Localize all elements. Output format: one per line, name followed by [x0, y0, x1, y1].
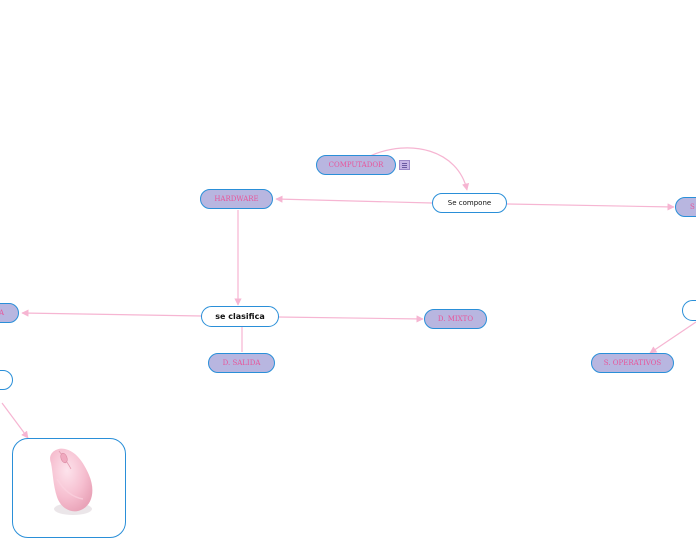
node-se-clasifica[interactable]: se clasifica: [201, 306, 279, 327]
node-d-mixto[interactable]: D. MIXTO: [424, 309, 487, 329]
node-se-compone[interactable]: Se compone: [432, 193, 507, 213]
link-left-image-card: [1, 402, 29, 439]
computer-mouse-image: [50, 448, 93, 515]
image-card[interactable]: [12, 438, 126, 538]
node-hardware[interactable]: HARDWARE: [200, 189, 273, 209]
link-computador-se-compone: [369, 147, 470, 191]
node-software-partial[interactable]: S: [675, 197, 696, 217]
node-right-partial[interactable]: [682, 300, 696, 321]
link-se-clasifica-left: [21, 309, 203, 317]
node-left-partial[interactable]: A: [0, 303, 19, 323]
node-computador[interactable]: COMPUTADOR: [316, 155, 396, 175]
node-d-salida[interactable]: D. SALIDA: [208, 353, 275, 373]
link-se-compone-software: [506, 203, 675, 211]
connections-layer: [1, 147, 696, 439]
link-right-s-operativos: [649, 321, 696, 354]
link-se-compone-hardware: [275, 195, 433, 204]
link-se-clasifica-d-mixto: [277, 315, 424, 323]
note-icon[interactable]: [399, 160, 410, 170]
node-s-operativos[interactable]: S. OPERATIVOS: [591, 353, 674, 373]
